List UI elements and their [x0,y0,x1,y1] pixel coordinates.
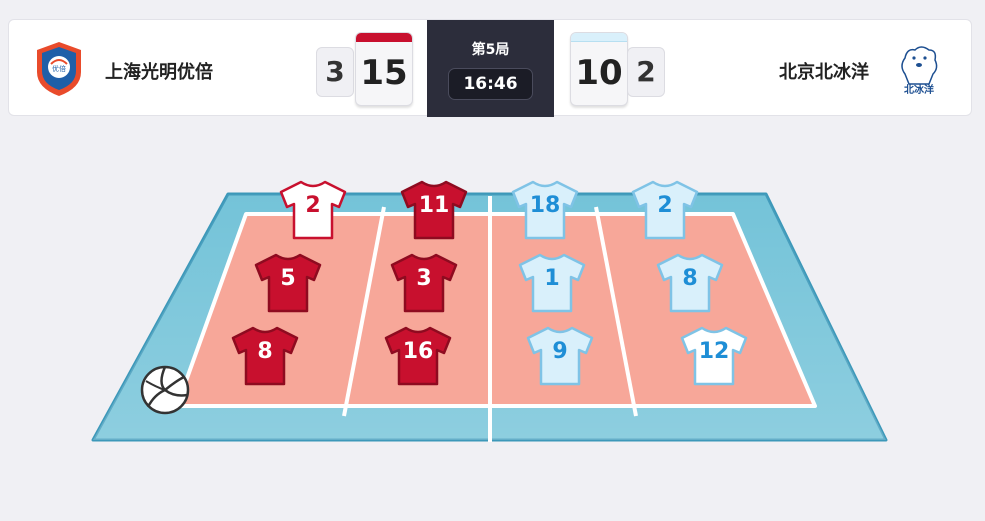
jersey-number: 8 [257,339,273,364]
away-player-jersey[interactable]: 8 [654,252,726,316]
home-points-tab [356,33,412,42]
attack-line-left [342,206,386,417]
scoreboard: 优倍 上海光明优倍 3 15 第5局 16:46 10 2 北京北冰洋 北冰洋 [8,19,972,117]
match-clock: 16:46 [448,68,533,100]
away-player-jersey[interactable]: 1 [516,252,588,316]
court-playing-area [175,212,817,408]
away-logo-text: 北冰洋 [904,83,934,96]
home-player-jersey[interactable]: 3 [388,252,460,316]
jersey-number: 1 [544,266,560,291]
away-player-jersey[interactable]: 18 [509,179,581,243]
jersey-number: 12 [698,339,730,364]
home-player-jersey[interactable]: 8 [229,325,301,389]
volleyball-icon [140,365,190,415]
home-sets-won: 3 [316,47,354,97]
match-status: 第5局 16:46 [427,20,554,117]
away-team-name: 北京北冰洋 [779,62,869,83]
away-player-jersey[interactable]: 12 [678,325,750,389]
home-team-name: 上海光明优倍 [105,62,213,83]
set-label: 第5局 [471,42,510,58]
jersey-number: 8 [682,266,698,291]
home-points: 15 [355,32,413,106]
away-points-value: 10 [575,53,623,93]
jersey-number: 5 [280,266,296,291]
home-points-value: 15 [360,53,408,93]
away-player-jersey[interactable]: 2 [629,179,701,243]
home-player-jersey[interactable]: 16 [382,325,454,389]
away-player-jersey[interactable]: 9 [524,325,596,389]
away-team-logo: 北冰洋 [889,38,949,98]
jersey-number: 9 [552,339,568,364]
home-player-jersey[interactable]: 11 [398,179,470,243]
jersey-number: 11 [418,193,450,218]
attack-line-right [594,206,638,417]
home-player-jersey[interactable]: 2 [277,179,349,243]
home-logo-text: 优倍 [52,64,66,73]
jersey-number: 3 [416,266,432,291]
jersey-number: 2 [305,193,321,218]
away-points: 10 [570,32,628,106]
away-points-tab [571,33,627,42]
jersey-number: 16 [402,339,434,364]
home-team-logo: 优倍 [29,38,89,98]
away-sets-won: 2 [627,47,665,97]
jersey-number: 18 [529,193,561,218]
jersey-number: 2 [657,193,673,218]
home-player-jersey[interactable]: 5 [252,252,324,316]
